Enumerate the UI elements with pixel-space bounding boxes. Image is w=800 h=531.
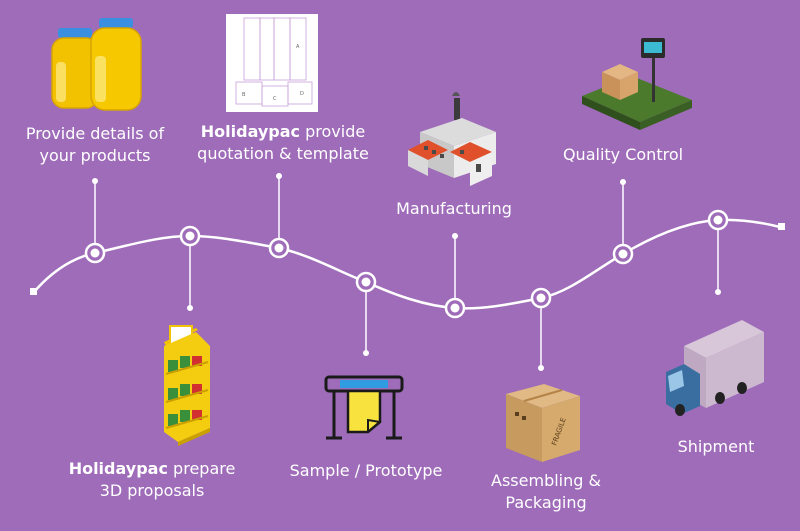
label-proposals: Holidaypac prepare 3D proposals (68, 459, 236, 500)
label-quality: Quality Control (562, 145, 684, 164)
node-sample (355, 271, 377, 293)
label-sample: Sample / Prototype (289, 461, 443, 480)
svg-text:D: D (300, 91, 304, 97)
plotter-icon (324, 375, 404, 440)
timeline-end (778, 223, 785, 230)
node-quotation (268, 237, 290, 259)
truck-icon (666, 320, 764, 416)
scale-icon (582, 38, 692, 130)
timeline-curve (33, 218, 781, 310)
node-assembling (530, 287, 552, 309)
node-manufacturing (444, 297, 466, 319)
svg-text:B: B (242, 92, 246, 98)
label-details: Provide details of your products (25, 124, 165, 165)
node-quality (612, 243, 634, 265)
label-shipment: Shipment (677, 437, 755, 456)
svg-text:A: A (296, 44, 300, 50)
brand-name: Holidaypac (200, 122, 301, 141)
label-manufacturing: Manufacturing (396, 199, 512, 218)
connectors (94, 176, 719, 368)
bottles-icon (51, 18, 142, 111)
label-assembling: Assembling & Packaging (491, 471, 601, 512)
node-details (84, 242, 106, 264)
label-quotation: Holidaypac provide quotation & template (197, 122, 369, 163)
factory-icon (408, 92, 496, 186)
timeline-start (30, 288, 37, 295)
connector-dots (92, 173, 721, 371)
box-icon: FRAGILE (506, 384, 580, 462)
brand-name: Holidaypac (68, 459, 168, 478)
svg-text:C: C (273, 96, 277, 102)
node-proposals (179, 225, 201, 247)
display-stand-icon (164, 325, 210, 446)
node-shipment (707, 209, 729, 231)
timeline-nodes (84, 209, 729, 319)
template-icon: A B C D (226, 14, 318, 112)
